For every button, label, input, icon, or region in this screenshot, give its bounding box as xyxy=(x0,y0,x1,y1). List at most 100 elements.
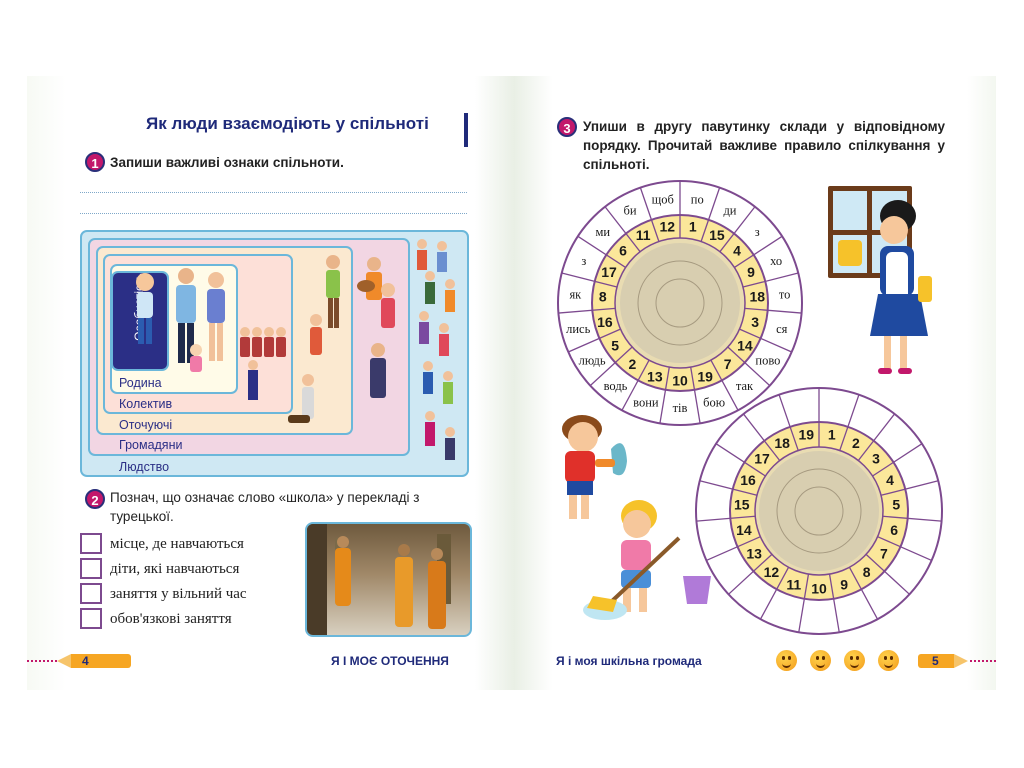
surrounding-illustration xyxy=(288,255,395,423)
page-pencil-left xyxy=(27,654,131,668)
web-spoke xyxy=(798,574,810,633)
web-number: 5 xyxy=(892,497,900,513)
web-syllable: бою xyxy=(703,395,725,409)
collective-illustration xyxy=(240,327,286,400)
web-number: 7 xyxy=(880,545,888,561)
web-syllable: ся xyxy=(776,322,788,336)
web-spoke xyxy=(727,346,771,387)
web-number: 11 xyxy=(786,576,801,592)
emoji-icon-2[interactable] xyxy=(810,650,831,671)
web-spoke xyxy=(690,367,701,424)
task-1-text: Запиши важливі ознаки спільноти. xyxy=(110,155,344,170)
task-number-1: 1 xyxy=(85,152,105,172)
web-syllable: щоб xyxy=(652,192,674,206)
web-number: 4 xyxy=(733,243,741,259)
page-title: Як люди взаємодіють у спільноті xyxy=(146,114,429,133)
web-spoke xyxy=(882,515,942,522)
web-syllable: по xyxy=(691,192,704,206)
option-label-3: заняття у вільний час xyxy=(110,586,247,602)
answer-line-1[interactable] xyxy=(80,192,467,193)
girl-mopping-illustration xyxy=(583,500,711,620)
answer-line-2[interactable] xyxy=(80,213,467,214)
web-number: 15 xyxy=(734,497,750,513)
web-number: 12 xyxy=(659,219,675,235)
web-number: 11 xyxy=(636,227,651,243)
web-syllable: людь xyxy=(579,353,606,367)
page-number-right: 5 xyxy=(932,654,939,668)
web-spoke xyxy=(700,187,721,242)
web-spoke xyxy=(604,206,641,253)
task-number-2: 2 xyxy=(85,489,105,509)
web-number: 14 xyxy=(736,522,752,538)
web-number: 16 xyxy=(597,314,613,330)
emoji-icon-1[interactable] xyxy=(776,650,797,671)
citizens-illustration xyxy=(417,239,455,460)
web-number: 8 xyxy=(599,289,607,305)
web-number: 10 xyxy=(811,581,827,597)
web-number: 3 xyxy=(751,314,759,330)
web-spoke xyxy=(558,307,616,314)
option-checkbox-3[interactable] xyxy=(80,583,102,604)
web-syllable: як xyxy=(569,287,582,301)
option-checkbox-1[interactable] xyxy=(80,533,102,554)
option-label-2: діти, які навчаються xyxy=(110,561,240,577)
web-syllable: то xyxy=(779,287,791,301)
web-spoke xyxy=(828,574,840,633)
web-number: 9 xyxy=(840,576,848,592)
web-spoke xyxy=(734,235,783,268)
emoji-icon-4[interactable] xyxy=(878,650,899,671)
footer-left: Я І МОЄ ОТОЧЕННЯ xyxy=(331,654,449,668)
web-number: 12 xyxy=(764,564,780,580)
web-spoke xyxy=(710,359,739,411)
web-spoke xyxy=(589,346,633,387)
web-spoke xyxy=(739,328,792,353)
web-number: 3 xyxy=(872,451,880,467)
web-spoke xyxy=(728,553,773,595)
humanity-label: Людство xyxy=(119,460,170,474)
web-number: 2 xyxy=(629,356,637,372)
web-spoke xyxy=(699,480,758,496)
emoji-icon-3[interactable] xyxy=(844,650,865,671)
web-spoke xyxy=(857,413,896,461)
web-number: 13 xyxy=(647,368,663,384)
page-number-left: 4 xyxy=(82,654,89,668)
web-spoke xyxy=(742,272,799,288)
title-bar xyxy=(464,113,468,147)
web-number: 18 xyxy=(749,289,765,305)
web-number: 18 xyxy=(774,435,790,451)
web-number: 15 xyxy=(709,227,725,243)
monks-photo xyxy=(305,522,472,637)
surrounding-label: Оточуючі xyxy=(119,418,173,432)
web-number: 13 xyxy=(746,545,762,561)
collective-label: Колектив xyxy=(119,397,173,411)
option-checkbox-2[interactable] xyxy=(80,558,102,579)
web-number: 14 xyxy=(737,337,753,353)
web-spoke xyxy=(759,566,790,620)
web-number: 7 xyxy=(724,356,732,372)
web-spoke xyxy=(872,443,923,477)
option-checkbox-4[interactable] xyxy=(80,608,102,629)
web-spoke xyxy=(877,536,932,562)
family-label: Родина xyxy=(119,376,162,390)
web-syllable: хо xyxy=(770,254,782,268)
web-spoke xyxy=(577,235,626,268)
web-number: 17 xyxy=(601,264,617,280)
web-number: 1 xyxy=(689,219,697,235)
web-spoke xyxy=(839,394,860,451)
web-number: 8 xyxy=(863,564,871,580)
web-spoke xyxy=(848,566,879,620)
footer-right: Я і моя шкільна громада xyxy=(556,654,702,668)
web-number: 5 xyxy=(611,337,619,353)
web-number: 17 xyxy=(754,451,770,467)
task-number-3: 3 xyxy=(557,117,577,137)
web-spoke xyxy=(659,367,670,424)
boy-with-vase-illustration xyxy=(562,415,627,519)
citizens-label: Громадяни xyxy=(119,438,183,452)
web-number: 19 xyxy=(798,427,814,443)
web-number: 10 xyxy=(672,373,688,389)
cleaning-woman-illustration xyxy=(838,200,932,374)
web-number: 9 xyxy=(747,264,755,280)
web-syllable: ди xyxy=(723,204,736,218)
web-spoke xyxy=(621,359,650,411)
